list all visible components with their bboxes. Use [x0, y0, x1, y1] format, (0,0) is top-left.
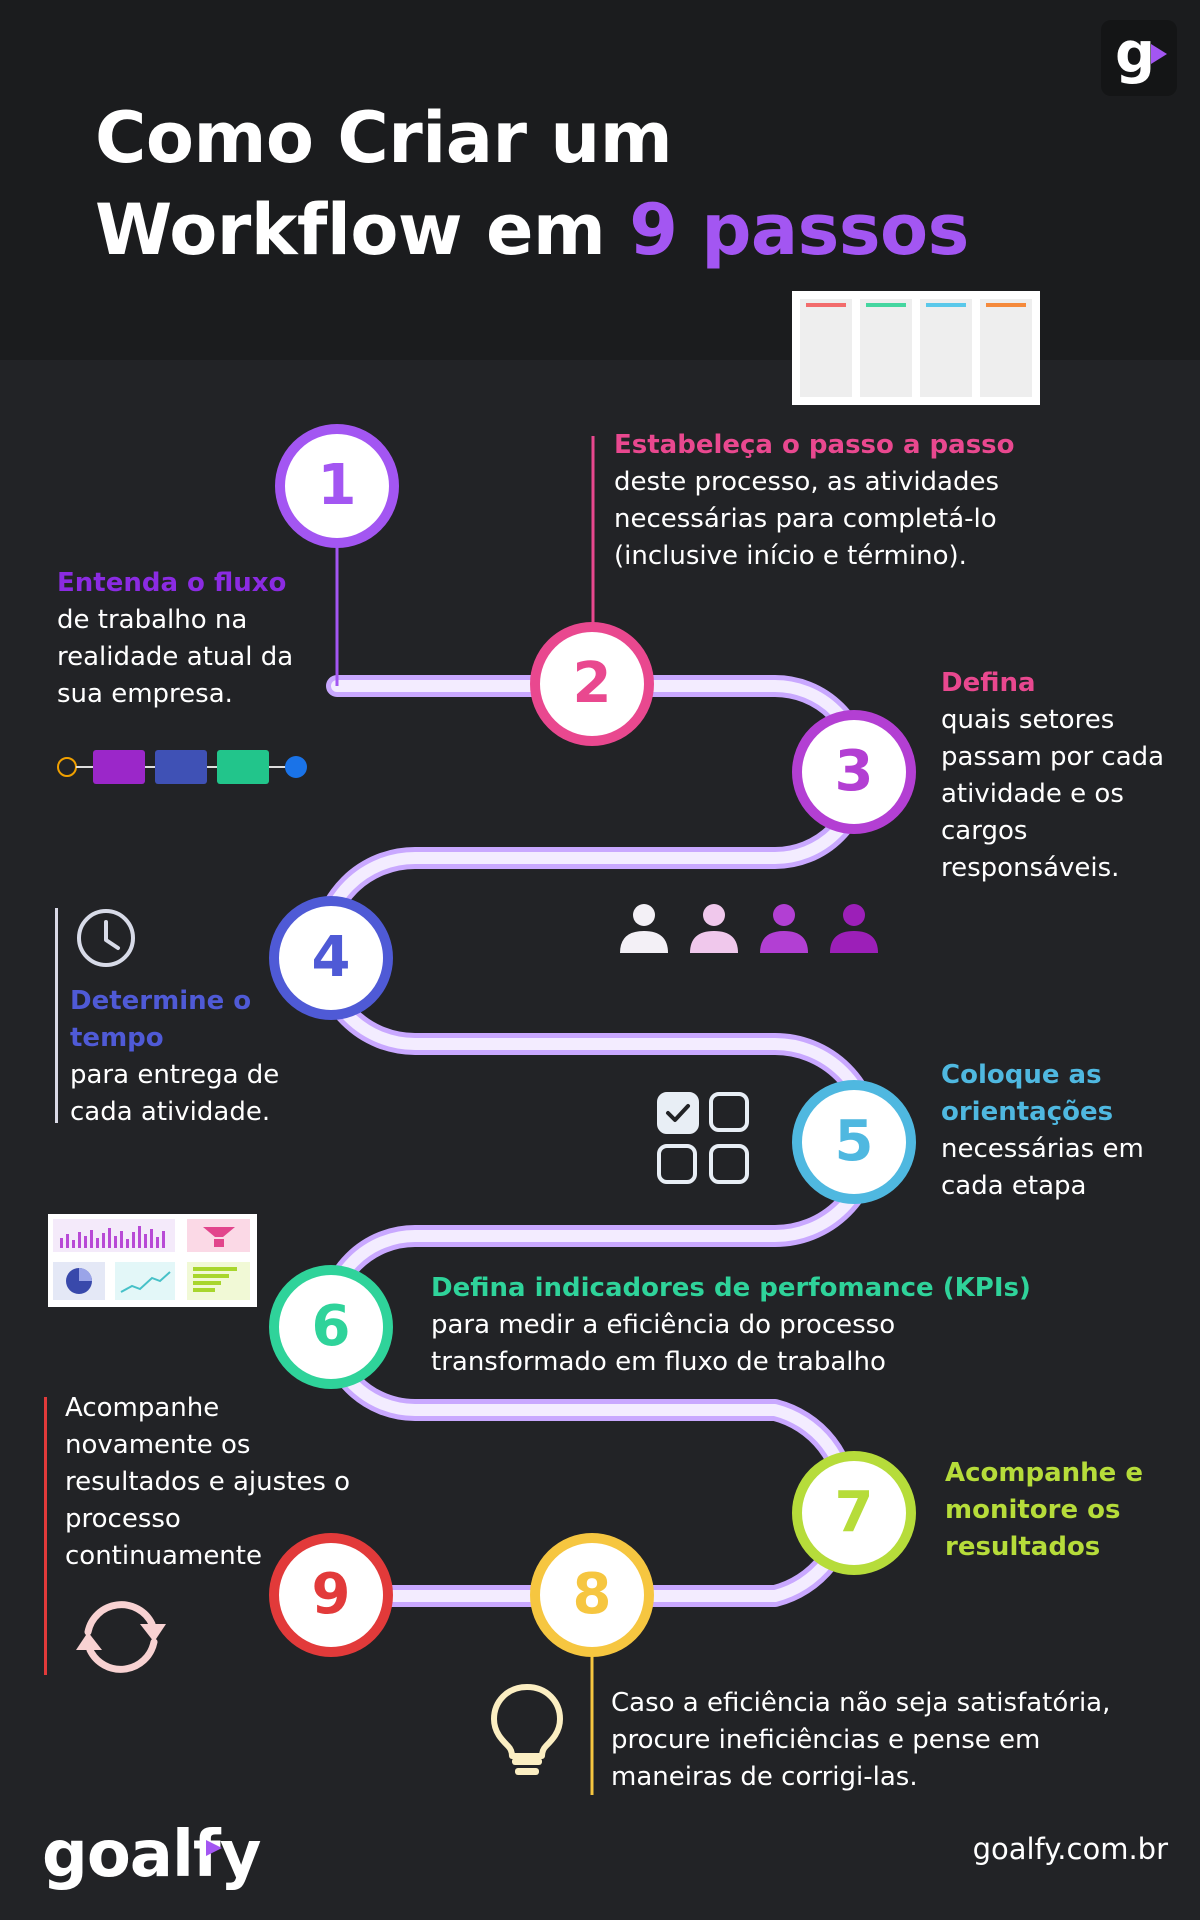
step-7-number: 7 [834, 1480, 874, 1545]
brand-badge-letter: g [1115, 21, 1156, 86]
footer-logo-text: goalfy [42, 1818, 261, 1892]
step-9-body-1: Acompanhe [65, 1393, 220, 1423]
step-3-body-3: atividade e os [941, 779, 1124, 809]
step-6-body-1: para medir a eficiência do processo [431, 1310, 896, 1340]
step-2-circle: 2 [530, 622, 654, 746]
step-2-body-1: deste processo, as atividades [614, 467, 1000, 497]
lightbulb-icon [491, 1684, 563, 1775]
step-1-body-2: realidade atual da [57, 642, 294, 672]
step-7-heading-3: resultados [945, 1532, 1101, 1562]
step-7-heading-1: Acompanhe e [945, 1458, 1143, 1488]
step-2-heading: Estabeleça o passo a passo [614, 430, 1015, 460]
step-1-body-3: sua empresa. [57, 679, 233, 709]
step-3-circle: 3 [792, 710, 916, 834]
step-5-heading-1: Coloque as [941, 1060, 1102, 1090]
step-8-body-2: procure ineficiências e pense em [611, 1725, 1041, 1755]
footer-logo: goalfy [42, 1818, 261, 1892]
step-6-body-2: transformado em fluxo de trabalho [431, 1347, 886, 1377]
step-1-body-1: de trabalho na [57, 605, 248, 635]
step-3-body-1: quais setores [941, 705, 1115, 735]
step-4-body-1: para entrega de [70, 1060, 280, 1090]
step-8-circle: 8 [530, 1533, 654, 1657]
step-9-body-4: processo [65, 1504, 181, 1534]
step-2-body-3: (inclusive início e término). [614, 541, 967, 571]
step-3-body-2: passam por cada [941, 742, 1165, 772]
step-3-text: Defina quais setores passam por cada ati… [941, 665, 1171, 887]
step-4-text: Determine o tempo para entrega de cada a… [70, 983, 300, 1131]
step-9-body-5: continuamente [65, 1541, 262, 1571]
step-4-heading-1: Determine o [70, 986, 252, 1016]
step-3-heading: Defina [941, 668, 1036, 698]
step-9-text: Acompanhe novamente os resultados e ajus… [65, 1390, 355, 1575]
step-3-number: 3 [834, 739, 874, 804]
step-1-text: Entenda o fluxo de trabalho na realidade… [57, 565, 327, 713]
step-1-heading: Entenda o fluxo [57, 568, 287, 598]
step-8-number: 8 [572, 1562, 612, 1627]
step-8-text: Caso a eficiência não seja satisfatória,… [611, 1685, 1171, 1796]
step-8-body-1: Caso a eficiência não seja satisfatória, [611, 1688, 1111, 1718]
title-line-1: Como Criar um [95, 97, 673, 179]
page-title: Como Criar um Workflow em 9 passos [95, 92, 969, 276]
footer-url[interactable]: goalfy.com.br [972, 1832, 1168, 1866]
refresh-cycle-icon [76, 1601, 166, 1673]
step-5-number: 5 [834, 1109, 874, 1174]
step-7-circle: 7 [792, 1451, 916, 1575]
kanban-board-icon [792, 291, 1040, 405]
brand-badge: g [1101, 20, 1177, 96]
step-8-body-3: maneiras de corrigi-las. [611, 1762, 918, 1792]
step-5-circle: 5 [792, 1080, 916, 1204]
step-9-circle: 9 [269, 1533, 393, 1657]
step-9-body-3: resultados e ajustes o [65, 1467, 351, 1497]
step-9-number: 9 [311, 1562, 351, 1627]
checklist-grid-icon [657, 1092, 749, 1184]
step-4-accent-bar [55, 908, 58, 1123]
step-2-body-2: necessárias para completá-lo [614, 504, 997, 534]
step-1-circle: 1 [275, 424, 399, 548]
play-triangle-icon [1151, 44, 1167, 64]
step-7-heading-2: monitore os [945, 1495, 1121, 1525]
step-1-number: 1 [317, 453, 357, 518]
step-5-body-1: necessárias em [941, 1134, 1144, 1164]
workflow-path-inner [316, 680, 877, 1602]
step-3-body-4: cargos [941, 816, 1028, 846]
step-6-number: 6 [311, 1294, 351, 1359]
step-5-text: Coloque as orientações necessárias em ca… [941, 1057, 1181, 1205]
people-icon [620, 904, 878, 953]
step-4-circle: 4 [269, 896, 393, 1020]
title-accent: 9 passos [629, 189, 969, 271]
step-6-heading: Defina indicadores de perfomance (KPIs) [431, 1273, 1031, 1303]
step-2-number: 2 [572, 651, 612, 716]
step-7-text: Acompanhe e monitore os resultados [945, 1455, 1175, 1566]
step-4-body-2: cada atividade. [70, 1097, 271, 1127]
flow-diagram-icon [57, 750, 307, 784]
step-4-heading-2: tempo [70, 1023, 164, 1053]
step-5-heading-2: orientações [941, 1097, 1114, 1127]
step-6-text: Defina indicadores de perfomance (KPIs) … [431, 1270, 1031, 1381]
step-6-circle: 6 [269, 1265, 393, 1389]
logo-accent-icon [206, 1840, 222, 1856]
step-3-body-5: responsáveis. [941, 853, 1120, 883]
step-9-accent-bar [44, 1397, 47, 1675]
workflow-path-outline [311, 675, 882, 1607]
step-5-body-2: cada etapa [941, 1171, 1087, 1201]
step-2-text: Estabeleça o passo a passo deste process… [614, 427, 1054, 575]
dashboard-icon [48, 1214, 257, 1307]
step-9-body-2: novamente os [65, 1430, 251, 1460]
clock-icon [77, 909, 135, 967]
title-line-2-prefix: Workflow em [95, 189, 630, 271]
step-4-number: 4 [311, 925, 351, 990]
